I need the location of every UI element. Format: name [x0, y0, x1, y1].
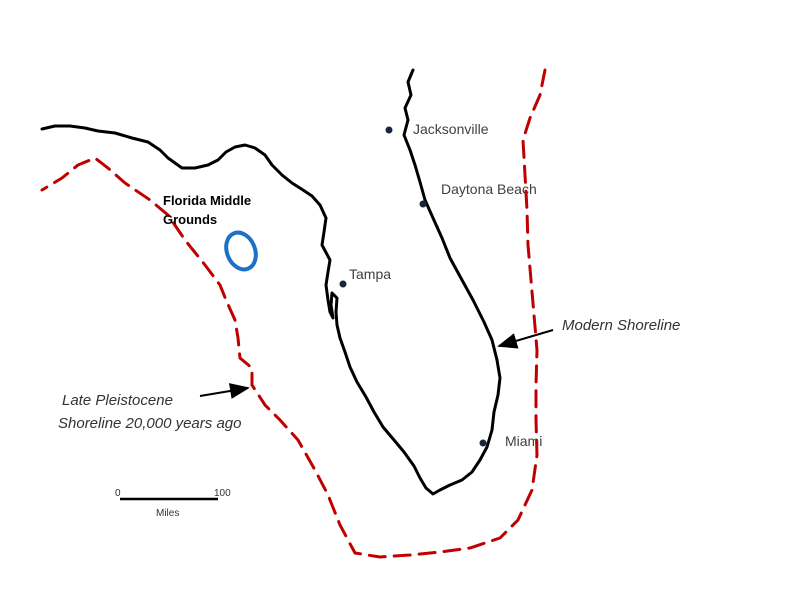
city-dot-tampa: [339, 280, 347, 288]
scale-bar: 0 100 Miles: [115, 488, 231, 519]
city-label-miami: Miami: [505, 433, 542, 449]
pleistocene-arrow: [199, 383, 250, 399]
city-label-daytona-beach: Daytona Beach: [441, 181, 537, 197]
modern-shoreline-arrow: [497, 329, 554, 349]
city-label-jacksonville: Jacksonville: [413, 121, 489, 137]
scale-bar-start-label: 0: [115, 488, 121, 499]
middle-grounds-marker: [224, 230, 258, 272]
scale-bar-end-label: 100: [214, 488, 231, 499]
pleistocene-shoreline: [40, 68, 547, 559]
middle-grounds-label-line2: Grounds: [163, 212, 217, 227]
scale-bar-unit-label: Miles: [156, 508, 179, 519]
pleistocene-label-line2: Shoreline 20,000 years ago: [58, 415, 241, 432]
city-dot-jacksonville: [385, 126, 393, 134]
city-dot-daytona-beach: [419, 200, 427, 208]
middle-grounds-label-line1: Florida Middle: [163, 193, 251, 208]
city-label-tampa: Tampa: [349, 266, 391, 282]
modern-shoreline-label: Modern Shoreline: [562, 317, 680, 334]
modern-shoreline: [40, 68, 502, 496]
pleistocene-label-line1: Late Pleistocene: [62, 392, 173, 409]
city-dot-miami: [479, 439, 487, 447]
